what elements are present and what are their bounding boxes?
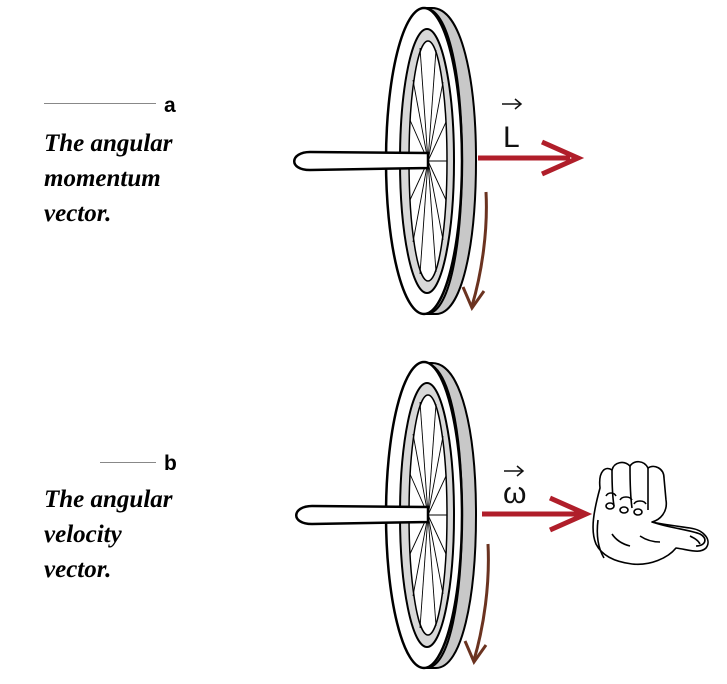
panel-b-dash (100, 462, 156, 463)
wheel-a (293, 6, 478, 316)
panel-b-caption: The angular velocity vector. (44, 482, 173, 587)
panel-b-caption-line-2: velocity (44, 521, 122, 548)
vector-symbol-a-text: L (503, 121, 520, 154)
panel-a-dash (44, 103, 156, 104)
panel-a-letter: a (164, 94, 176, 117)
angular-momentum-arrow (478, 139, 585, 177)
vector-symbol-b-text: ω (503, 477, 526, 510)
panel-a-caption-line-2: momentum (44, 165, 161, 192)
right-hand-rule-hand-icon (592, 460, 709, 566)
wheel-b (295, 360, 478, 670)
vector-symbol-b: ω (503, 465, 526, 510)
wheel-a-handle (293, 150, 430, 172)
panel-a-caption-line-3: vector. (44, 200, 112, 227)
rotation-arrow-a (461, 191, 488, 312)
panel-b-caption-line-1: The angular (44, 486, 173, 513)
panel-b-caption-line-3: vector. (44, 556, 112, 583)
rotation-arrow-b (463, 543, 490, 666)
panel-b-letter: b (164, 452, 177, 475)
panel-a-caption-line-1: The angular (44, 130, 173, 157)
vector-symbol-a: L (502, 98, 523, 154)
panel-a-caption: The angular momentum vector. (44, 126, 173, 231)
angular-velocity-arrow (482, 495, 593, 533)
wheel-b-handle (295, 504, 430, 526)
